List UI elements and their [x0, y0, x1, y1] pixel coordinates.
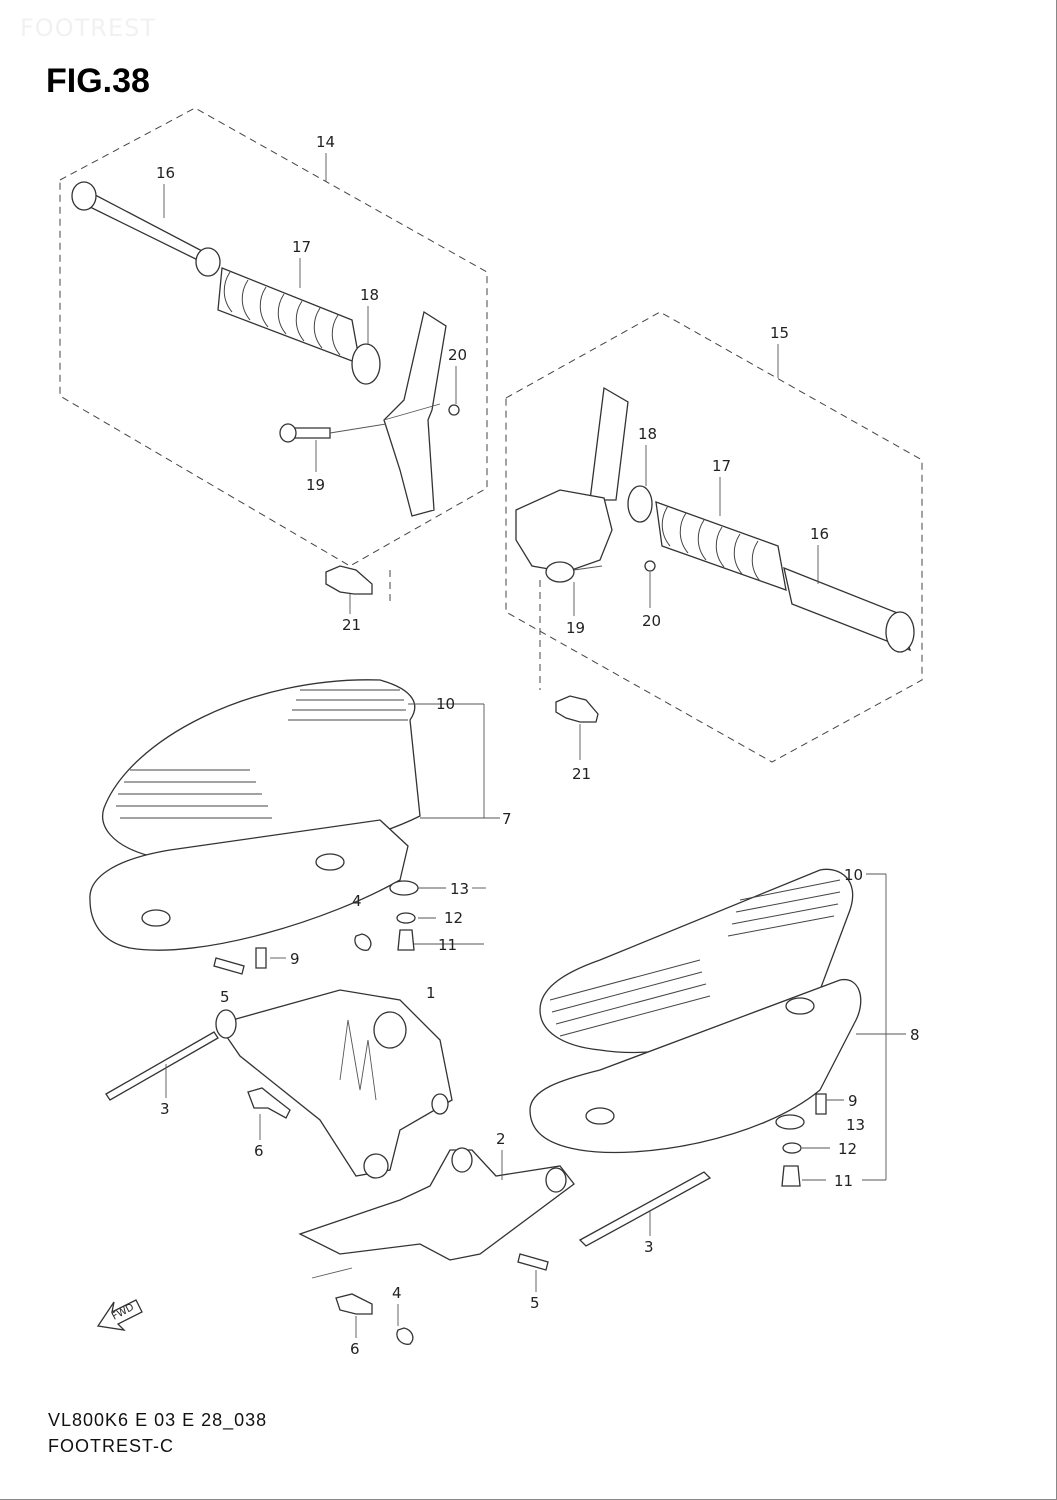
callout-2: 2 — [496, 1130, 506, 1148]
grip-ridges-17a — [223, 271, 341, 356]
callout-19b: 19 — [566, 619, 585, 637]
left-footpeg-assembly — [59, 107, 488, 606]
spring-20b — [644, 560, 656, 572]
left-floorboard-assembly — [89, 679, 500, 951]
callout-3b: 3 — [644, 1238, 654, 1256]
callout-10a: 10 — [436, 695, 455, 713]
bolt-21b — [555, 695, 599, 723]
callout-13a: 13 — [450, 880, 469, 898]
pin-16a-groove — [195, 247, 221, 277]
callout-1: 1 — [426, 984, 436, 1002]
callout-5a: 5 — [220, 988, 230, 1006]
pin-16b-end — [885, 611, 915, 653]
callout-6a: 6 — [254, 1142, 264, 1160]
callout-4b: 4 — [392, 1284, 402, 1302]
footrest-bracket-1 — [105, 989, 453, 1179]
callout-11a: 11 — [438, 936, 457, 954]
callout-8: 8 — [910, 1026, 920, 1044]
callout-6b: 6 — [350, 1340, 360, 1358]
washer-12b — [782, 1142, 802, 1154]
clevis-pin-19b — [545, 561, 575, 583]
spring-9-coil — [213, 957, 245, 975]
figure-title: FIG.38 — [46, 62, 150, 100]
washer-12a — [396, 912, 416, 924]
callout-20a: 20 — [448, 346, 467, 364]
rubber-ribs-10a — [116, 689, 408, 819]
callout-16b: 16 — [810, 525, 829, 543]
footpeg-pin-16a — [76, 184, 216, 270]
diagram-name: FOOTREST-C — [48, 1436, 174, 1456]
callout-17b: 17 — [712, 457, 731, 475]
callout-13b: 13 — [846, 1116, 865, 1134]
callout-5b: 5 — [530, 1294, 540, 1312]
right-hardware — [775, 1093, 886, 1187]
pin-3b — [578, 1171, 712, 1247]
callout-7: 7 — [502, 810, 512, 828]
spring-20a — [448, 404, 460, 416]
callout-9b: 9 — [848, 1092, 858, 1110]
grip-ridges-17b — [661, 505, 761, 582]
floorboard-plate-8 — [529, 979, 862, 1154]
callout-14: 14 — [316, 133, 335, 151]
bolt-6b — [335, 1293, 373, 1315]
washer-13b — [775, 1114, 805, 1130]
footpeg-bracket-right-arm — [589, 386, 629, 501]
callout-15: 15 — [770, 324, 789, 342]
footpeg-bracket-right — [515, 489, 613, 573]
forward-direction-arrow: FWD — [96, 1299, 143, 1331]
bolt-9b — [815, 1093, 827, 1115]
spring-4a — [354, 933, 372, 951]
bolt-6a — [247, 1087, 291, 1119]
rubber-ribs-10b — [549, 879, 841, 1037]
callout-18b: 18 — [638, 425, 657, 443]
callout-10b: 10 — [844, 866, 863, 884]
footpeg-rubber-17a — [217, 267, 361, 366]
right-footpeg-assembly — [505, 311, 923, 763]
callout-12b: 12 — [838, 1140, 857, 1158]
assembly-15-boundary — [505, 311, 923, 763]
footpeg-rubber-17b — [655, 501, 787, 591]
bolt-9a — [255, 947, 267, 969]
footrest-bracket-2 — [298, 1147, 712, 1345]
footpeg-bracket-left — [383, 310, 447, 517]
spring-4b — [396, 1327, 414, 1345]
callout-21a: 21 — [342, 616, 361, 634]
bolt-21a — [325, 565, 373, 595]
fwd-arrow-icon — [96, 1299, 143, 1331]
diagram-code: VL800K6 E 03 E 28_038 — [48, 1410, 268, 1430]
watermark-text: FOOTREST — [20, 14, 156, 42]
pin-16a-end — [71, 181, 97, 211]
callout-11b: 11 — [834, 1172, 853, 1190]
nut-11b — [781, 1165, 801, 1187]
callout-labels: 14 16 17 18 20 19 21 15 18 17 16 19 20 — [156, 133, 920, 1358]
washer-13a — [389, 880, 419, 896]
bracket-2 — [298, 1149, 575, 1261]
pin-3a — [105, 1031, 219, 1101]
nut-11a — [397, 929, 415, 951]
callout-21b: 21 — [572, 765, 591, 783]
callout-9a: 9 — [290, 950, 300, 968]
left-hardware — [213, 880, 484, 975]
callout-17a: 17 — [292, 238, 311, 256]
callout-16a: 16 — [156, 164, 175, 182]
callout-3a: 3 — [160, 1100, 170, 1118]
washer-18a — [351, 343, 381, 385]
callout-12a: 12 — [444, 909, 463, 927]
footpeg-pin-16b — [783, 566, 911, 652]
callout-19a: 19 — [306, 476, 325, 494]
callout-20b: 20 — [642, 612, 661, 630]
washer-18b — [627, 485, 653, 523]
right-floorboard-assembly — [529, 868, 906, 1180]
callout-4a: 4 — [352, 892, 362, 910]
callout-18a: 18 — [360, 286, 379, 304]
spring-5b — [517, 1253, 549, 1271]
